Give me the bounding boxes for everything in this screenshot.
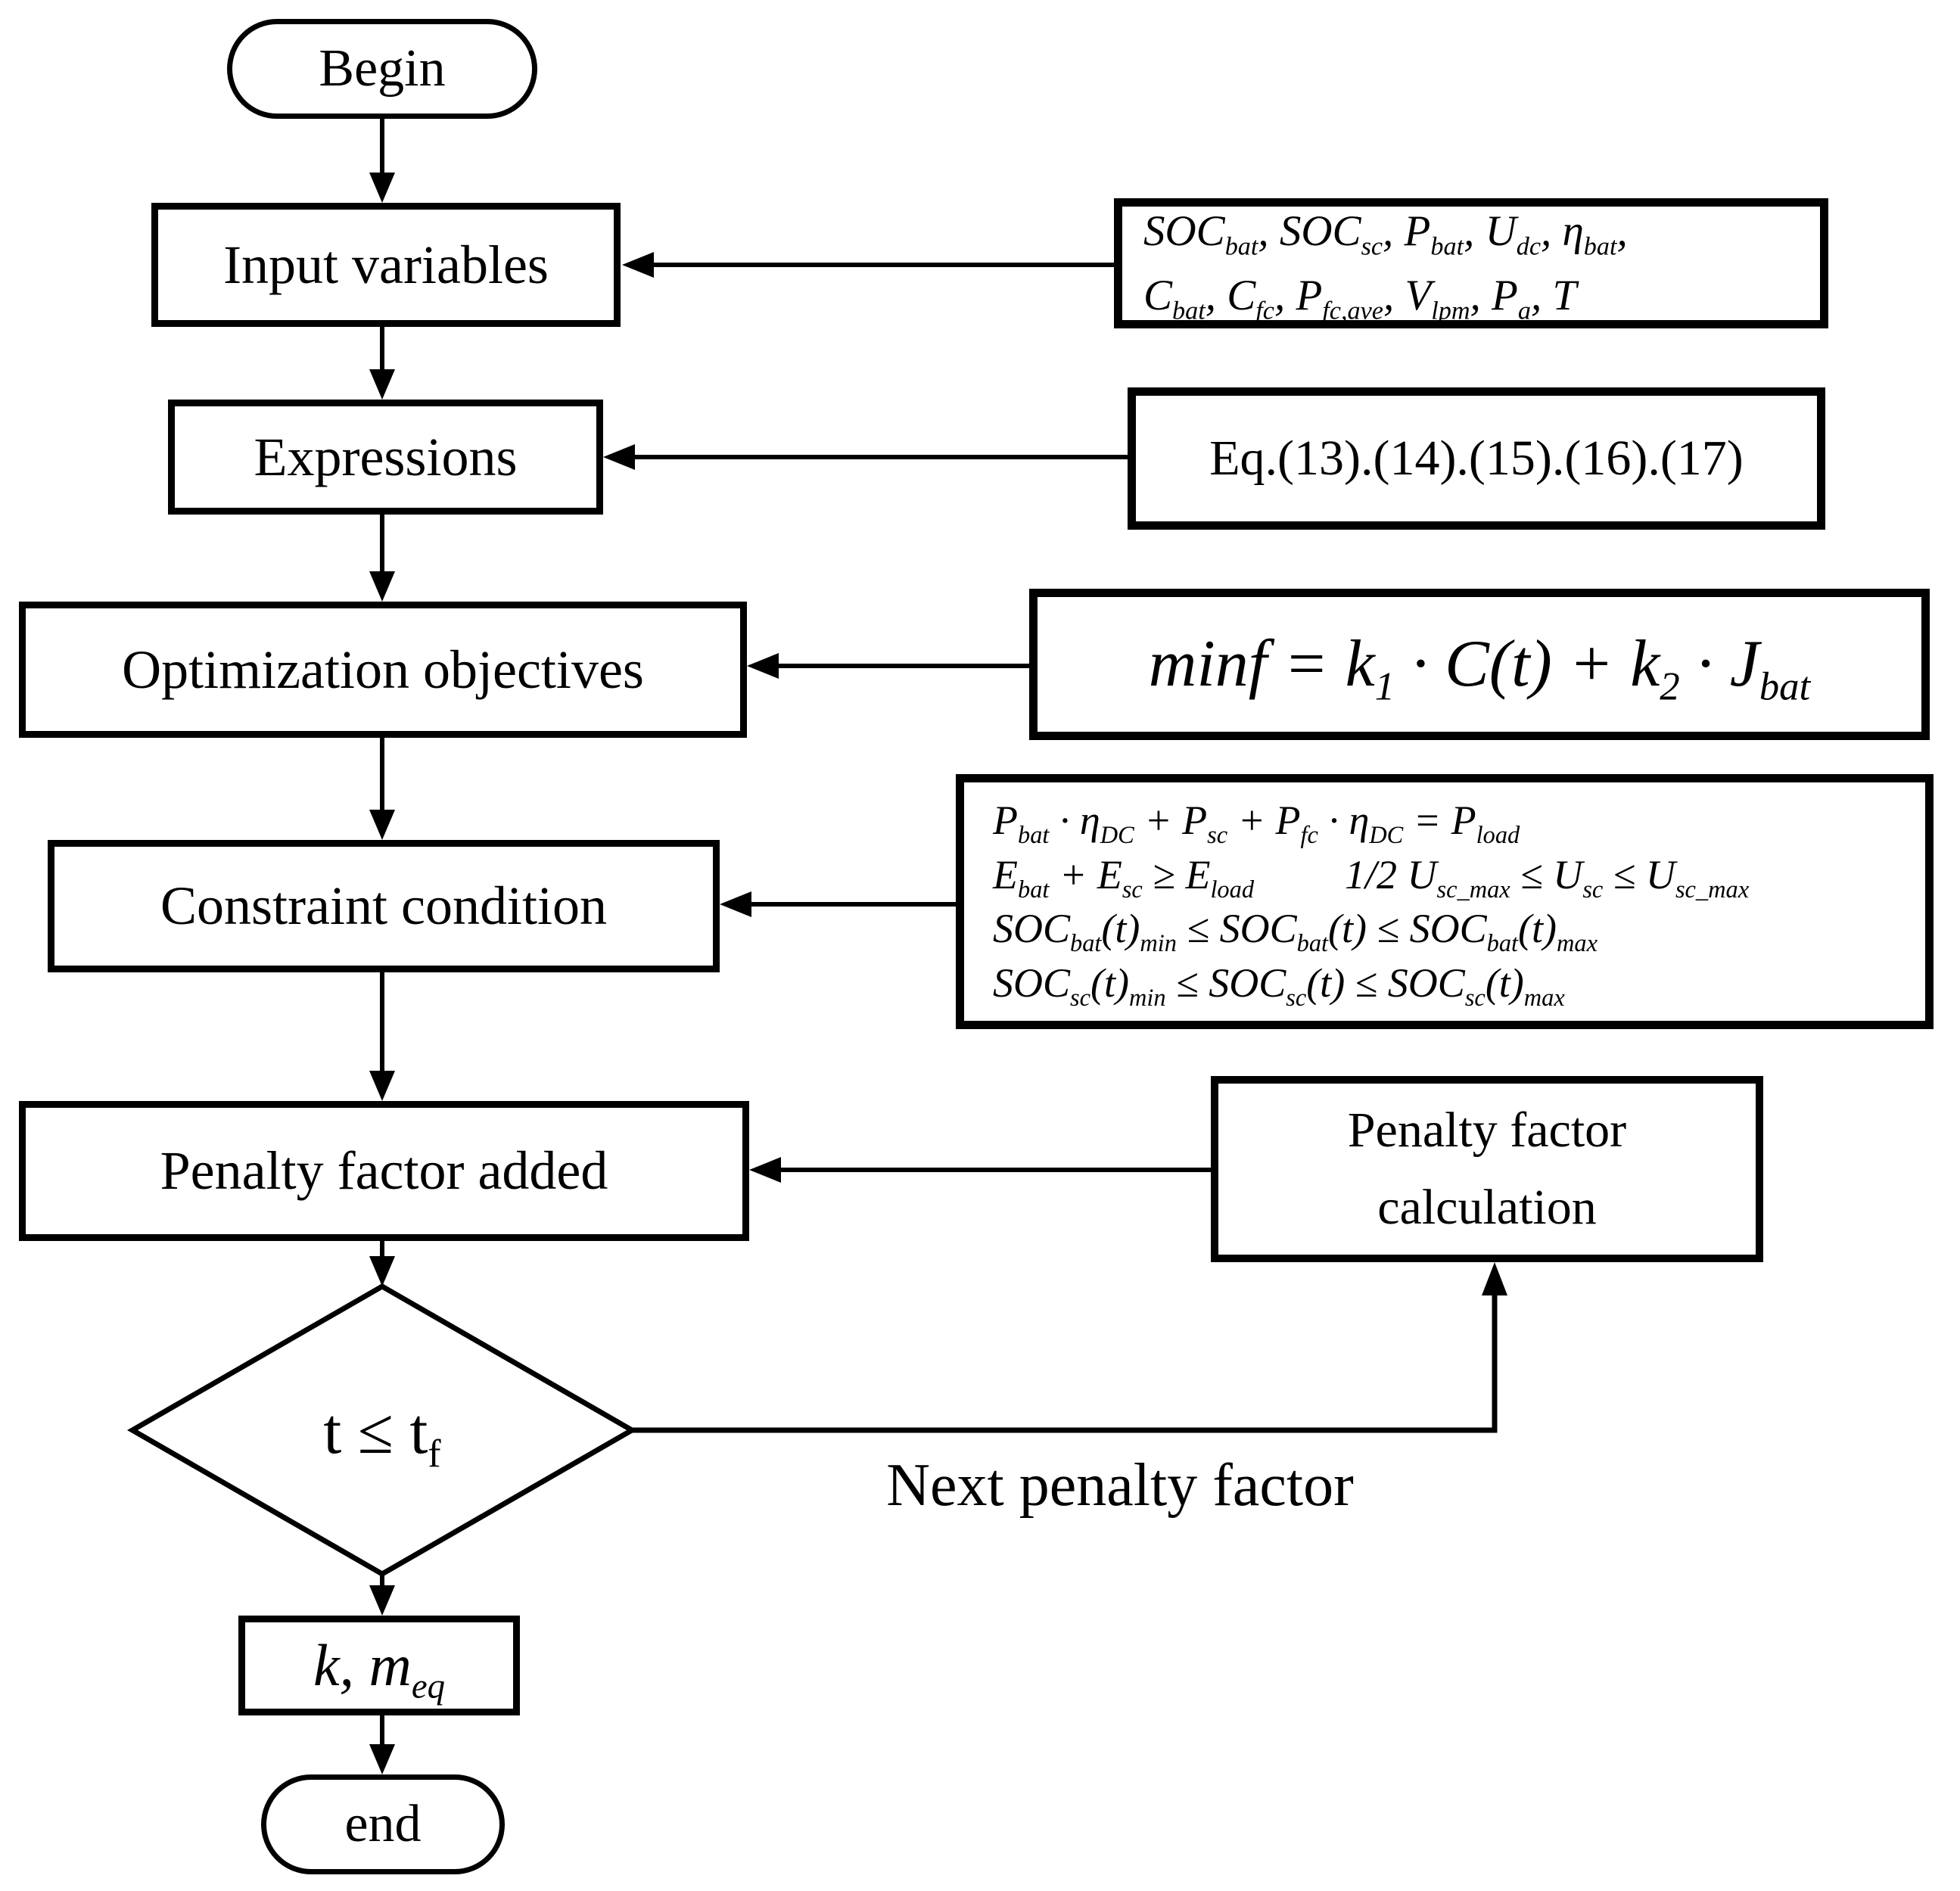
equations-ref-label: Eq.(13).(14).(15).(16).(17)	[1209, 431, 1744, 487]
arrowhead-minf-to-optimization	[747, 653, 779, 679]
node-constraint-condition-label: Constraint condition	[160, 876, 607, 937]
note-constraints: Pbat · ηDC + Psc + Pfc · ηDC = Pload Eba…	[956, 774, 1934, 1029]
constraint-line2b: 1/2 Usc_max ≤ Usc ≤ Usc_max	[1345, 851, 1750, 904]
node-constraint-condition: Constraint condition	[48, 840, 720, 972]
pfc-line2: calculation	[1377, 1180, 1597, 1235]
arrowhead-penalty-to-decision	[369, 1256, 395, 1286]
decision-condition: t ≤ tf	[323, 1395, 441, 1476]
node-input-variables-label: Input variables	[223, 234, 549, 295]
node-expressions-label: Expressions	[254, 426, 518, 487]
input-variables-line1: SOCbat, SOCsc, Pbat, Udc, ηbat,	[1143, 207, 1638, 260]
decision-diamond-shape	[126, 1283, 638, 1578]
node-penalty-factor-added: Penalty factor added	[19, 1101, 749, 1241]
node-optimization-objectives: Optimization objectives	[19, 602, 747, 738]
node-result: k, meq	[238, 1616, 520, 1715]
constraint-line3: SOCbat(t)min ≤ SOCbat(t) ≤ SOCbat(t)max	[993, 906, 1598, 958]
node-result-label: k, meq	[313, 1632, 446, 1706]
node-penalty-factor-added-label: Penalty factor added	[160, 1140, 608, 1202]
arrowhead-optimization-to-constraint	[369, 810, 395, 840]
arrowhead-vars-to-input	[622, 252, 654, 278]
arrowhead-constraint-to-penalty	[369, 1071, 395, 1101]
feedback-label: Next penalty factor	[802, 1451, 1438, 1520]
note-penalty-factor-calculation: Penalty factor calculation	[1211, 1076, 1763, 1262]
objective-function-formula: minf = k1 · C(t) + k2 · Jbat	[1148, 627, 1811, 709]
arrowhead-input-to-expressions	[369, 369, 395, 400]
arrowhead-constraints-to-constraint	[720, 891, 751, 917]
feedback-label-text: Next penalty factor	[886, 1452, 1354, 1519]
arrowhead-result-to-end	[369, 1744, 395, 1774]
arrowhead-begin-to-input	[369, 173, 395, 203]
arrowhead-expressions-to-optimization	[369, 571, 395, 602]
constraint-line1: Pbat · ηDC + Psc + Pfc · ηDC = Pload	[993, 797, 1520, 849]
note-equations-ref: Eq.(13).(14).(15).(16).(17)	[1128, 387, 1825, 530]
arrowhead-pfc-to-penalty	[749, 1157, 781, 1183]
node-expressions: Expressions	[168, 400, 603, 515]
arrowhead-decision-to-result	[369, 1585, 395, 1616]
constraint-line2: Ebat + Esc ≥ Eload 1/2 Usc_max ≤ Usc ≤ U…	[993, 851, 1750, 904]
constraint-line4: SOCsc(t)min ≤ SOCsc(t) ≤ SOCsc(t)max	[993, 960, 1565, 1012]
node-end-label: end	[344, 1794, 422, 1853]
constraint-line2a: Ebat + Esc ≥ Eload	[993, 851, 1255, 904]
arrowhead-feedback-to-pfc	[1482, 1262, 1507, 1295]
node-begin: Begin	[227, 19, 537, 119]
node-input-variables: Input variables	[151, 203, 621, 327]
node-begin-label: Begin	[319, 39, 446, 98]
pfc-line1: Penalty factor	[1347, 1102, 1627, 1158]
input-variables-line2: Cbat, Cfc, Pfc,ave, Vlpm, Pa, T	[1143, 272, 1577, 325]
decision-diamond-label: t ≤ tf	[231, 1389, 534, 1473]
note-objective-function: minf = k1 · C(t) + k2 · Jbat	[1029, 589, 1930, 740]
feedback-line-next-penalty	[632, 1295, 1498, 1433]
node-optimization-objectives-label: Optimization objectives	[122, 639, 644, 700]
node-end: end	[261, 1774, 505, 1874]
note-input-variables-list: SOCbat, SOCsc, Pbat, Udc, ηbat, Cbat, Cf…	[1114, 198, 1828, 328]
arrowhead-eq-to-expressions	[603, 444, 635, 470]
